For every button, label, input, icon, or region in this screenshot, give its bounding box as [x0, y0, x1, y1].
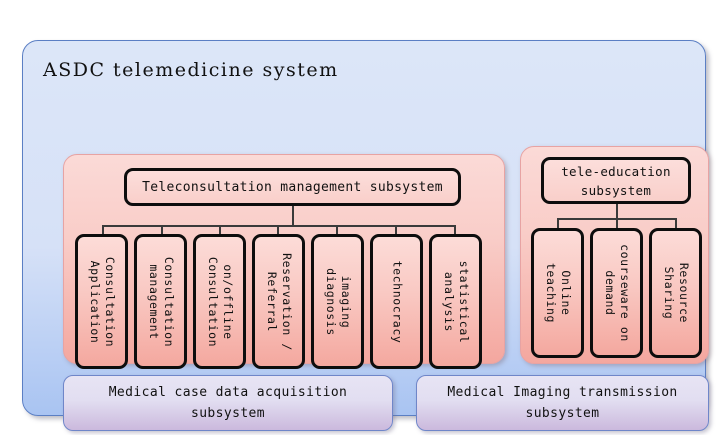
- leaf-label-on-offline-consultation: on/offline Consultation: [205, 256, 235, 347]
- leaf-label-statistical-analysis: statistical analysis: [441, 260, 471, 343]
- leaf-box-technocracy[interactable]: technocracy: [370, 234, 423, 369]
- teleconsultation-management-subsystem-box[interactable]: Teleconsultation management subsystem: [124, 168, 461, 206]
- connector-drop-5: [336, 225, 338, 236]
- leaf-box-imaging-diagnosis[interactable]: imaging diagnosis: [311, 234, 364, 369]
- leaf-box-reservation-referral[interactable]: Reservation / Referral: [252, 234, 305, 369]
- connector-drop-edu-2: [616, 218, 618, 230]
- connector-stem-teleconsultation: [292, 206, 294, 226]
- leaf-label-imaging-diagnosis: imaging diagnosis: [323, 267, 353, 336]
- page-title: ASDC telemedicine system: [43, 59, 339, 81]
- connector-drop-4: [277, 225, 279, 236]
- teleconsultation-panel: Teleconsultation management subsystem Co…: [63, 154, 505, 369]
- leaf-label-consultation-management: Consultation management: [146, 256, 176, 347]
- connector-drop-edu-1: [557, 218, 559, 230]
- leaf-label-consultation-application: Consultation Application: [87, 256, 117, 347]
- leaf-label-resource-sharing: Resource Sharing: [661, 262, 691, 324]
- leaf-label-courseware-on-demand: courseware on demand: [602, 244, 632, 342]
- leaf-label-reservation-referral: Reservation / Referral: [264, 252, 294, 351]
- connector-stem-tele-education: [616, 199, 618, 219]
- leaf-box-consultation-management[interactable]: Consultation management: [134, 234, 187, 369]
- leaf-box-consultation-application[interactable]: Consultation Application: [75, 234, 128, 369]
- connector-drop-6: [395, 225, 397, 236]
- tele-education-subsystem-box[interactable]: tele-education subsystem: [541, 157, 691, 204]
- leaf-box-resource-sharing[interactable]: Resource Sharing: [649, 228, 702, 358]
- connector-drop-edu-3: [675, 218, 677, 230]
- leaf-box-statistical-analysis[interactable]: statistical analysis: [429, 234, 482, 369]
- leaf-box-on-offline-consultation[interactable]: on/offline Consultation: [193, 234, 246, 369]
- leaf-box-courseware-on-demand[interactable]: courseware on demand: [590, 228, 643, 358]
- connector-drop-7: [454, 225, 456, 236]
- leaf-label-technocracy: technocracy: [390, 260, 404, 343]
- tele-education-panel: tele-education subsystem Online teaching…: [520, 146, 709, 364]
- connector-drop-3: [219, 225, 221, 236]
- connector-drop-2: [161, 225, 163, 236]
- leaf-box-online-teaching[interactable]: Online teaching: [531, 228, 584, 358]
- connector-drop-1: [102, 225, 104, 236]
- leaf-label-online-teaching: Online teaching: [543, 262, 573, 324]
- medical-imaging-transmission-subsystem-box[interactable]: Medical Imaging transmission subsystem: [416, 375, 709, 431]
- medical-case-data-acquisition-subsystem-box[interactable]: Medical case data acquisition subsystem: [63, 375, 393, 431]
- asdc-telemedicine-system-container: ASDC telemedicine system Teleconsultatio…: [22, 40, 709, 431]
